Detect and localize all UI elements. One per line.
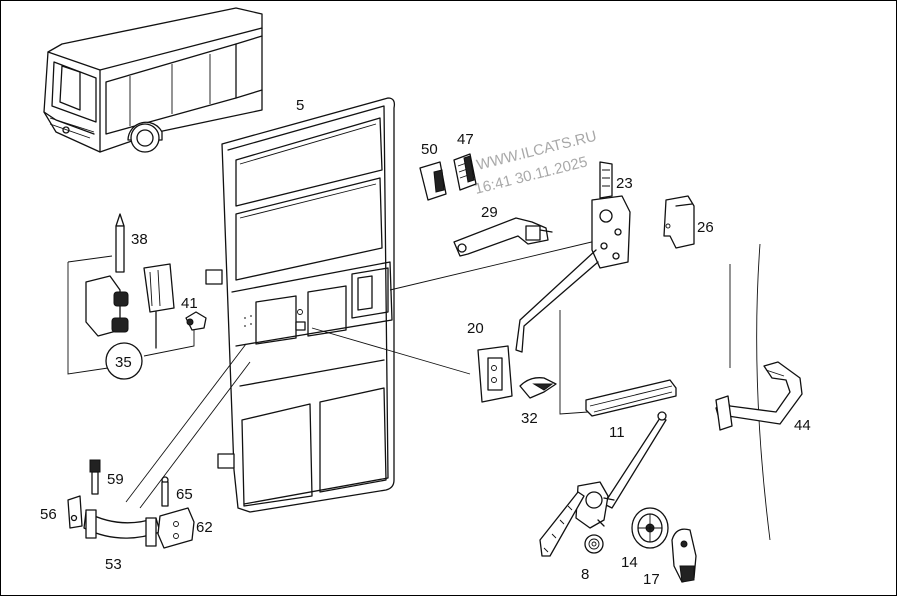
part-26-bracket [663,195,695,249]
part-14-roller [631,507,669,549]
callout-labels: 5 50 47 23 29 26 38 41 35 20 32 11 44 59… [40,97,811,588]
callout-47[interactable]: 47 [457,131,474,148]
callout-65[interactable]: 65 [176,486,193,503]
part-35-hinge [85,263,175,380]
part-53-strap [67,495,161,547]
part-17-cap [671,528,697,583]
callout-17[interactable]: 17 [643,571,660,588]
callout-62[interactable]: 62 [196,519,213,536]
part-11-rail [585,379,677,417]
part-8-arm [539,411,667,557]
callout-20[interactable]: 20 [467,320,484,337]
callout-32[interactable]: 32 [521,410,538,427]
part-20-striker [477,345,513,403]
part-38-bolt [115,213,125,273]
part-41-pin [185,311,207,331]
part-59-bolt [89,459,101,495]
callout-35[interactable]: 35 [115,354,132,371]
bus-illustration [43,7,263,153]
part-50-block [419,161,447,201]
part-29-handle [453,217,553,257]
watermark: WWW.ILCATS.RU 16:41 30.11.2025 [473,128,599,198]
callout-5[interactable]: 5 [296,97,304,114]
callout-59[interactable]: 59 [107,471,124,488]
part-47-block [453,153,477,191]
callout-44[interactable]: 44 [794,417,811,434]
door-panel [205,97,396,513]
callout-14[interactable]: 14 [621,554,638,571]
part-32-latch [519,377,557,399]
part-65-bolt [161,476,169,507]
callout-56[interactable]: 56 [40,506,57,523]
callout-8[interactable]: 8 [581,566,589,583]
part-44-grab-handle [715,361,803,431]
callout-11[interactable]: 11 [609,424,625,441]
callout-23[interactable]: 23 [616,175,633,192]
part-62-plate [157,507,195,549]
callout-41[interactable]: 41 [181,295,198,312]
part-23-lock [515,161,631,353]
callout-29[interactable]: 29 [481,204,498,221]
callout-53[interactable]: 53 [105,556,122,573]
callout-50[interactable]: 50 [421,141,438,158]
callout-26[interactable]: 26 [697,219,714,236]
callout-38[interactable]: 38 [131,231,148,248]
